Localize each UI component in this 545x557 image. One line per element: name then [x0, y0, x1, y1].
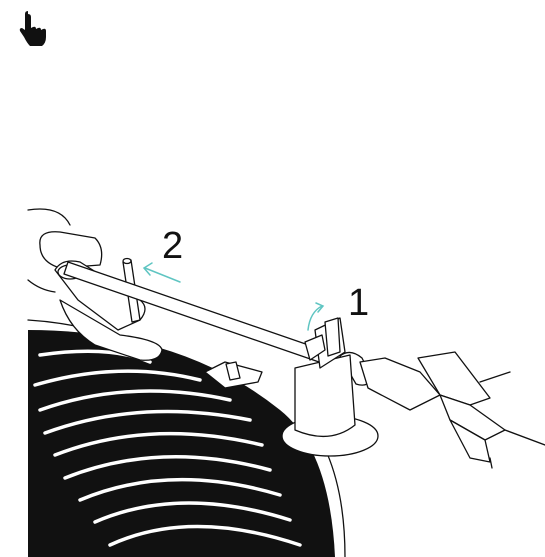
step-1-rotate-arrow [308, 303, 323, 330]
step-2-label: 2 [162, 225, 183, 267]
hand-pointer-icon [20, 11, 46, 46]
headshell [360, 352, 545, 468]
step-1-label: 1 [348, 282, 369, 324]
armrest-base [282, 318, 378, 456]
